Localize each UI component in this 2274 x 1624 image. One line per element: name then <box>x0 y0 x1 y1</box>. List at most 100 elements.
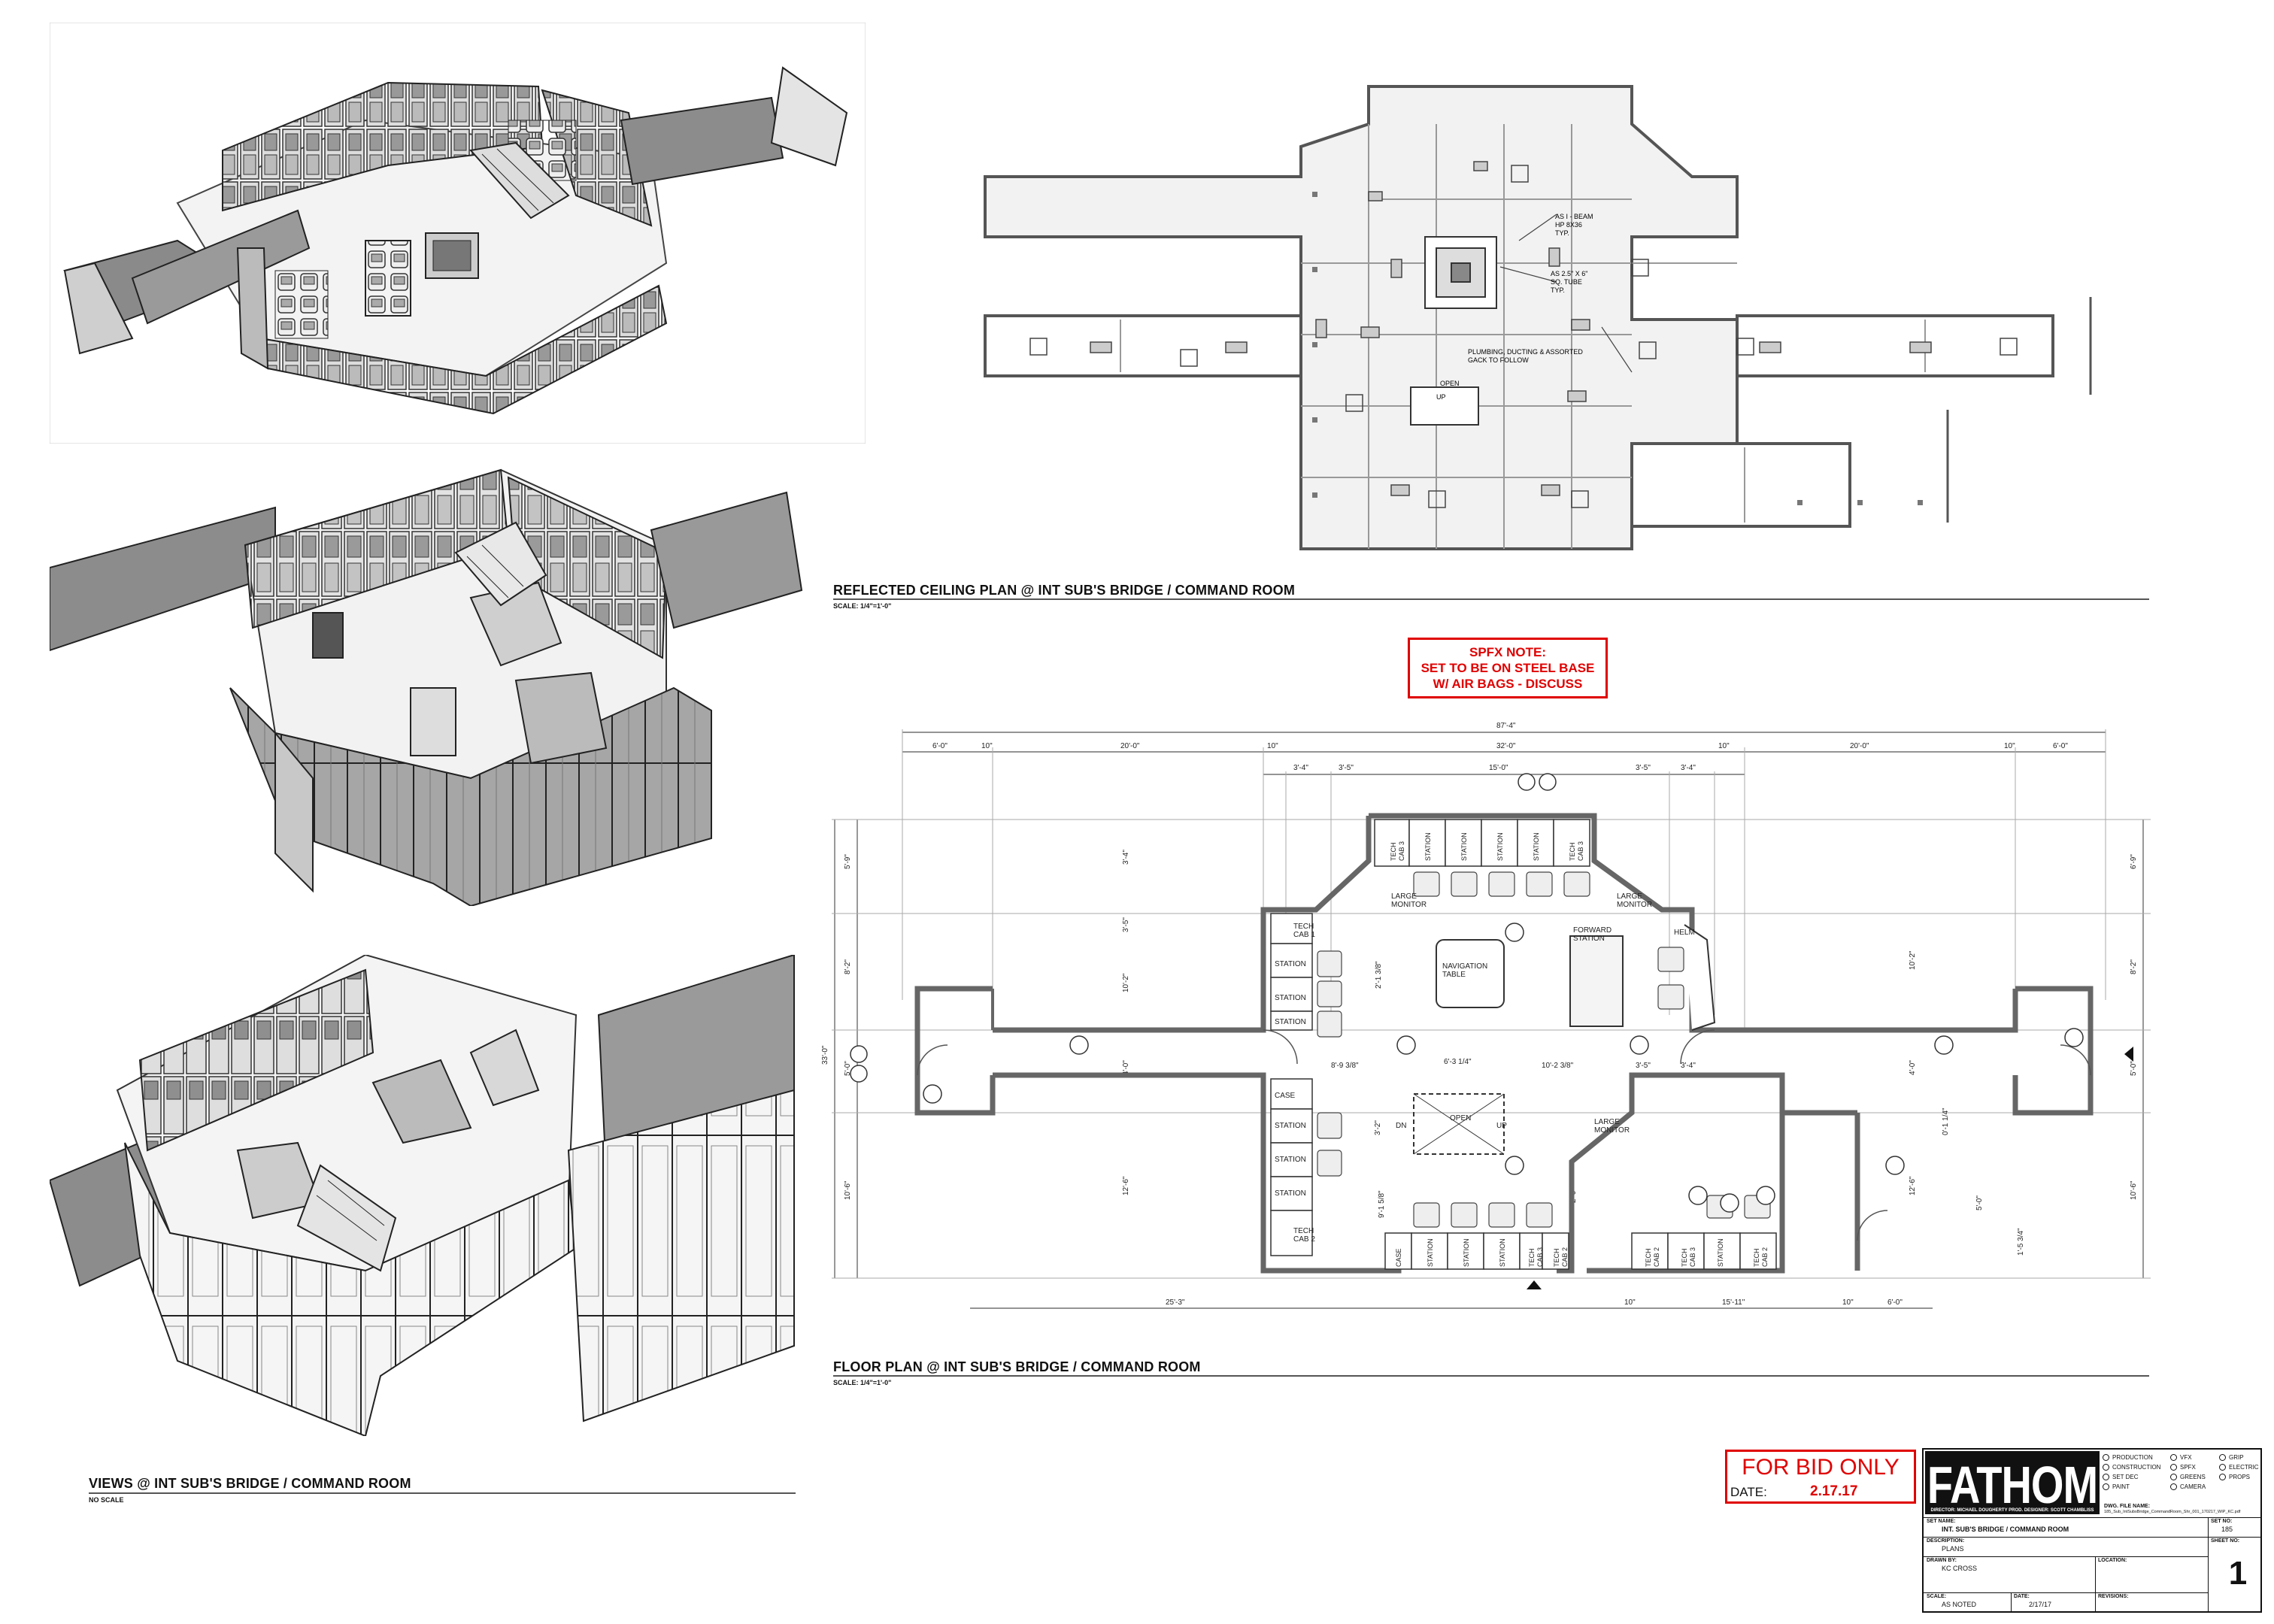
dim-right-t2: 10" <box>2004 742 2015 750</box>
dim-c2: 3'-5" <box>1339 764 1354 772</box>
checkbox-icon <box>2170 1464 2177 1471</box>
dim-c4: 3'-5" <box>1636 764 1651 772</box>
label-station-left-1: STATION <box>1275 960 1306 968</box>
description: PLANS <box>1942 1545 1964 1553</box>
dim-left-corridor: 6'-0" <box>932 742 948 750</box>
dept-greens[interactable]: GREENS <box>2170 1472 2219 1482</box>
ceiling-up-label: UP <box>1436 393 1446 401</box>
dim-inner-19: 5'-0" <box>1975 1195 1984 1210</box>
dept-vfx[interactable]: VFX <box>2170 1453 2219 1462</box>
dept-production-label: PRODUCTION <box>2112 1454 2153 1461</box>
dim-right-d: 10'-6" <box>2130 1180 2138 1200</box>
dim-inner-10: 12'-6" <box>1122 1176 1130 1195</box>
label-station-top-4: STATION <box>1533 832 1540 861</box>
ceiling-plan-scale: SCALE: 1/4"=1'-0" <box>833 602 892 610</box>
dim-left-b: 8'-2" <box>844 959 852 974</box>
dim-left-overall: 33'-0" <box>821 1045 829 1065</box>
dept-greens-label: GREENS <box>2180 1474 2206 1480</box>
label-up: UP <box>1496 1122 1507 1130</box>
dept-construction-label: CONSTRUCTION <box>2112 1464 2161 1471</box>
ceiling-plan-rule <box>833 598 2149 600</box>
dept-electric[interactable]: ELECTRIC <box>2219 1462 2260 1472</box>
spfx-note-line2: SET TO BE ON STEEL BASE <box>1420 661 1595 675</box>
checkbox-icon <box>2103 1483 2109 1490</box>
dept-vfx-label: VFX <box>2180 1454 2192 1461</box>
iso-view-top <box>50 23 866 444</box>
dim-inner-20: 3'-2" <box>1374 1120 1382 1135</box>
navigation-table <box>1436 939 1505 1008</box>
dept-set-dec-label: SET DEC <box>2112 1474 2139 1480</box>
dim-inner-5: 8'-9 3/8" <box>1331 1062 1359 1070</box>
label-station-bottom-3: STATION <box>1499 1238 1506 1267</box>
dim-bottom-b: 10" <box>1624 1298 1636 1307</box>
dim-bottom-d: 10" <box>1842 1298 1854 1307</box>
checkbox-icon <box>2103 1464 2109 1471</box>
dept-spfx-label: SPFX <box>2180 1464 2196 1471</box>
dim-inner-12: 9'-1 5/8" <box>1378 1190 1386 1218</box>
dim-center: 32'-0" <box>1496 742 1516 750</box>
dept-construction[interactable]: CONSTRUCTION <box>2103 1462 2170 1472</box>
label-tech-cab-3-top-right: TECHCAB 3 <box>1569 841 1584 861</box>
dim-left-a: 5'-9" <box>844 854 852 869</box>
set-no-label: SET NO: <box>2211 1519 2233 1524</box>
dept-paint[interactable]: PAINT <box>2103 1482 2170 1492</box>
label-station-bottom-2: STATION <box>1463 1238 1470 1267</box>
spfx-note-line1: SPFX NOTE: <box>1469 645 1546 659</box>
spfx-note: SPFX NOTE: SET TO BE ON STEEL BASE W/ AI… <box>1408 638 1608 698</box>
dim-c1: 3'-4" <box>1293 764 1308 772</box>
dim-bottom-e: 6'-0" <box>1887 1298 1903 1307</box>
set-name-label: SET NAME: <box>1927 1519 1956 1524</box>
views-scale: NO SCALE <box>89 1496 124 1504</box>
dept-grip[interactable]: GRIP <box>2219 1453 2260 1462</box>
set-name: INT. SUB'S BRIDGE / COMMAND ROOM <box>1942 1526 2069 1533</box>
title-block: FATHOM DIRECTOR: MICHAEL DOUGHERTY PROD.… <box>1922 1448 2262 1613</box>
views-title: VIEWS @ INT SUB'S BRIDGE / COMMAND ROOM <box>89 1476 411 1491</box>
dim-right-c: 5'-0" <box>2130 1061 2138 1076</box>
dept-spfx[interactable]: SPFX <box>2170 1462 2219 1472</box>
scale-value: AS NOTED <box>1942 1601 1977 1608</box>
dept-camera[interactable]: CAMERA <box>2170 1482 2219 1492</box>
dim-inner-14: 4'-0" <box>1909 1060 1917 1075</box>
dim-bottom-a: 25'-3" <box>1166 1298 1185 1307</box>
credits: DIRECTOR: MICHAEL DOUGHERTY PROD. DESIGN… <box>1930 1508 2094 1513</box>
label-station-br: STATION <box>1717 1238 1724 1267</box>
department-checklist: PRODUCTION VFX GRIP CONSTRUCTION SPFX EL… <box>2103 1453 2260 1502</box>
dim-inner-6: 6'-3 1/4" <box>1444 1058 1472 1066</box>
checkbox-icon <box>2219 1454 2226 1461</box>
date-label: DATE: <box>2014 1594 2030 1599</box>
dept-props[interactable]: PROPS <box>2219 1472 2260 1482</box>
dim-c5: 3'-4" <box>1681 764 1696 772</box>
dim-inner-18: 0'-1 1/4" <box>1942 1107 1950 1135</box>
dim-inner-15: 10'-2" <box>1909 950 1917 970</box>
label-tech-cab-3-bottom: TECHCAB 3 <box>1528 1247 1544 1267</box>
dim-left-d: 10'-6" <box>844 1180 852 1200</box>
label-station-left-3: STATION <box>1275 1018 1306 1026</box>
label-tech-cab-2-br: TECHCAB 2 <box>1645 1247 1660 1267</box>
label-station-bottom-1: STATION <box>1427 1238 1434 1267</box>
label-station-top-2: STATION <box>1460 832 1468 861</box>
dim-left-t2: 10" <box>1267 742 1278 750</box>
views-title-rule <box>89 1492 796 1494</box>
dim-left-c: 5'-0" <box>844 1061 852 1076</box>
dept-production[interactable]: PRODUCTION <box>2103 1453 2170 1462</box>
floor-plan-rule <box>833 1375 2149 1377</box>
stamp-date-label: DATE: <box>1730 1485 1767 1499</box>
scale-label: SCALE: <box>1927 1594 1947 1599</box>
date-value: 2/17/17 <box>2029 1601 2052 1608</box>
iso-view-bottom <box>50 955 809 1436</box>
label-station-top-3: STATION <box>1496 832 1504 861</box>
drawn-by-label: DRAWN BY: <box>1927 1558 1957 1563</box>
checkbox-icon <box>2219 1474 2226 1480</box>
dept-set-dec[interactable]: SET DEC <box>2103 1472 2170 1482</box>
dept-grip-label: GRIP <box>2229 1454 2244 1461</box>
dim-inner-8: 3'-5" <box>1636 1062 1651 1070</box>
dim-inner-4: 4'-0" <box>1122 1060 1130 1075</box>
